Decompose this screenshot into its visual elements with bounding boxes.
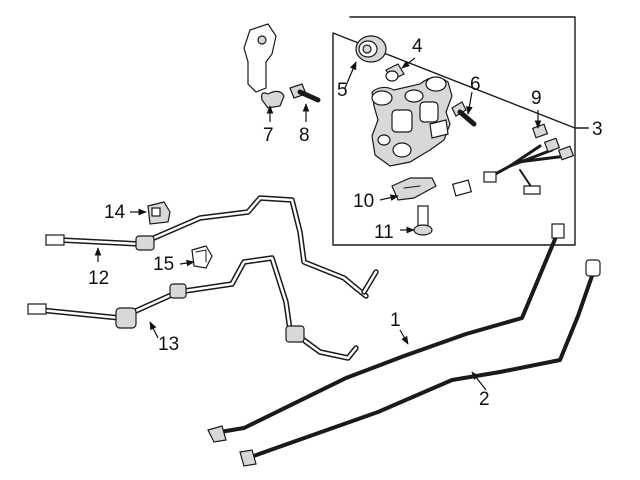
callout-8: 8 bbox=[299, 125, 310, 146]
callout-5: 5 bbox=[337, 80, 348, 101]
part-4-bushing bbox=[385, 63, 405, 82]
valve-body bbox=[371, 76, 453, 167]
callout-12: 12 bbox=[88, 268, 109, 289]
part-12-hose bbox=[45, 195, 379, 299]
callout-2: 2 bbox=[479, 389, 490, 410]
part-15-clip bbox=[191, 245, 213, 269]
assembly-inset-box bbox=[332, 16, 589, 246]
part-14-clip bbox=[147, 201, 171, 225]
callout-13: 13 bbox=[158, 334, 179, 355]
callout-9: 9 bbox=[531, 88, 542, 109]
part-9-wiring-harness bbox=[451, 123, 575, 197]
callout-11: 11 bbox=[374, 222, 394, 243]
callout-14: 14 bbox=[104, 202, 126, 223]
callout-6: 6 bbox=[470, 74, 481, 95]
callout-1: 1 bbox=[390, 310, 401, 331]
part-5-grommet bbox=[355, 35, 387, 63]
part-2-line bbox=[239, 259, 601, 467]
part-1-line bbox=[207, 223, 565, 443]
part-10-bracket bbox=[391, 177, 437, 201]
part-7-mount-bracket bbox=[243, 23, 285, 109]
callout-3: 3 bbox=[592, 119, 603, 140]
callout-4: 4 bbox=[412, 36, 423, 57]
callout-10: 10 bbox=[353, 191, 374, 212]
part-13-hose bbox=[27, 255, 359, 361]
part-6-bolt bbox=[451, 101, 477, 127]
part-11-stud bbox=[413, 205, 433, 236]
callout-7: 7 bbox=[263, 125, 274, 146]
part-8-bolt bbox=[289, 83, 321, 103]
callout-15: 15 bbox=[153, 254, 174, 275]
leader-lines bbox=[94, 57, 542, 391]
